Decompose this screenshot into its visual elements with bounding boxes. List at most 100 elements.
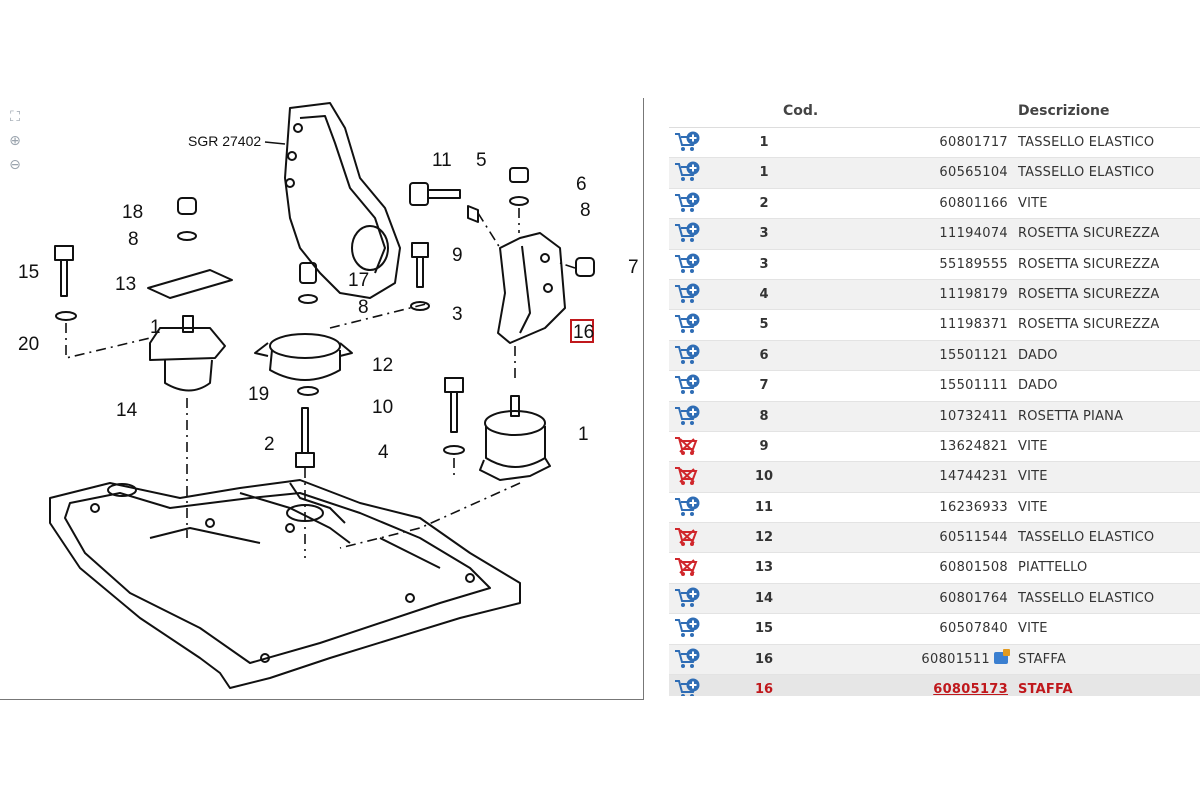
- part-description: TASSELLO ELASTICO: [1018, 590, 1155, 606]
- part-code: 60801511: [921, 648, 1010, 667]
- part-code-text: 55189555: [939, 256, 1008, 272]
- svg-text:13: 13: [115, 274, 136, 295]
- part-code-text: 13624821: [939, 438, 1008, 454]
- part-code-text: 60805173: [933, 682, 1008, 696]
- cart-unavailable-icon[interactable]: [674, 435, 700, 457]
- part-code-text: 60565104: [939, 165, 1008, 181]
- svg-text:3: 3: [452, 304, 463, 325]
- add-to-cart-icon[interactable]: [674, 253, 700, 275]
- cart-unavailable-icon[interactable]: [674, 556, 700, 578]
- row-ref-number: 4: [759, 286, 769, 302]
- svg-text:17: 17: [348, 270, 369, 291]
- header-cod: Cod.: [783, 103, 819, 119]
- zoom-out-icon[interactable]: ⊖: [9, 157, 21, 173]
- part-description: VITE: [1018, 469, 1048, 485]
- row-ref-number: 12: [754, 530, 774, 546]
- svg-text:12: 12: [372, 355, 393, 376]
- cart-unavailable-icon[interactable]: [674, 526, 700, 548]
- part-code-text: 60507840: [939, 621, 1008, 637]
- add-to-cart-icon[interactable]: [674, 313, 700, 335]
- part-code: 60801508: [939, 560, 1008, 575]
- row-ref-number: 1: [759, 165, 769, 181]
- part-description: ROSETTA PIANA: [1018, 408, 1124, 424]
- add-to-cart-icon[interactable]: [674, 192, 700, 214]
- part-description: TASSELLO ELASTICO: [1018, 165, 1155, 181]
- add-to-cart-icon[interactable]: [674, 374, 700, 396]
- add-to-cart-icon[interactable]: [674, 405, 700, 427]
- table-row[interactable]: 1 60565104 TASSELLO ELASTICO: [669, 158, 1200, 189]
- fit-icon[interactable]: ⛶: [10, 109, 20, 125]
- part-code: 15501121: [939, 348, 1008, 363]
- svg-text:19: 19: [248, 384, 269, 405]
- table-row[interactable]: 12 60511544 TASSELLO ELASTICO: [669, 523, 1200, 554]
- row-ref-number: 11: [754, 499, 774, 515]
- add-to-cart-icon[interactable]: [674, 222, 700, 244]
- part-description: STAFFA: [1018, 651, 1066, 667]
- add-to-cart-icon[interactable]: [674, 496, 700, 518]
- replacement-info-icon[interactable]: [994, 648, 1010, 664]
- part-description: TASSELLO ELASTICO: [1018, 135, 1155, 150]
- svg-text:4: 4: [378, 442, 389, 463]
- part-description: TASSELLO ELASTICO: [1018, 530, 1155, 546]
- part-description: VITE: [1018, 621, 1048, 637]
- svg-text:15: 15: [18, 262, 39, 283]
- part-code-text: 60801508: [939, 560, 1008, 576]
- part-code: 60511544: [939, 530, 1008, 545]
- part-code-text: 60801511: [921, 651, 990, 667]
- part-code: 13624821: [939, 439, 1008, 454]
- part-code-text: 60801166: [939, 195, 1008, 211]
- part-code: 60565104: [939, 165, 1008, 180]
- svg-text:9: 9: [452, 245, 463, 266]
- part-code: 60801166: [939, 196, 1008, 211]
- part-code-text: 11198179: [939, 286, 1008, 302]
- part-code-text: 10732411: [939, 408, 1008, 424]
- part-description: VITE: [1018, 499, 1048, 515]
- zoom-in-icon[interactable]: ⊕: [9, 133, 21, 149]
- part-code: 14744231: [939, 469, 1008, 484]
- table-row[interactable]: 15 60507840 VITE: [669, 614, 1200, 645]
- part-code: 11198371: [939, 317, 1008, 332]
- part-description: DADO: [1018, 378, 1058, 394]
- part-description: ROSETTA SICUREZZA: [1018, 286, 1160, 302]
- part-code: 60801764: [939, 591, 1008, 606]
- add-to-cart-icon[interactable]: [674, 131, 700, 153]
- add-to-cart-icon[interactable]: [674, 617, 700, 639]
- add-to-cart-icon[interactable]: [674, 283, 700, 305]
- add-to-cart-icon[interactable]: [674, 678, 700, 696]
- part-code: 60801717: [939, 135, 1008, 150]
- row-ref-number: 15: [754, 621, 774, 637]
- table-row[interactable]: 4 11198179 ROSETTA SICUREZZA: [669, 279, 1200, 311]
- svg-text:5: 5: [476, 150, 487, 171]
- part-description: PIATTELLO: [1018, 560, 1088, 576]
- svg-text:6: 6: [576, 174, 587, 195]
- part-code-text: 60801717: [939, 135, 1008, 150]
- part-code-text: 11198371: [939, 317, 1008, 333]
- cart-unavailable-icon[interactable]: [674, 465, 700, 487]
- add-to-cart-icon[interactable]: [674, 587, 700, 609]
- part-code[interactable]: 60805173: [933, 682, 1008, 696]
- add-to-cart-icon[interactable]: [674, 344, 700, 366]
- table-row[interactable]: 11 16236933 VITE: [669, 493, 1200, 524]
- row-ref-number: 9: [759, 438, 769, 454]
- part-code-text: 11194074: [939, 226, 1008, 242]
- add-to-cart-icon[interactable]: [674, 648, 700, 670]
- part-code-text: 16236933: [939, 499, 1008, 515]
- add-to-cart-icon[interactable]: [674, 161, 700, 183]
